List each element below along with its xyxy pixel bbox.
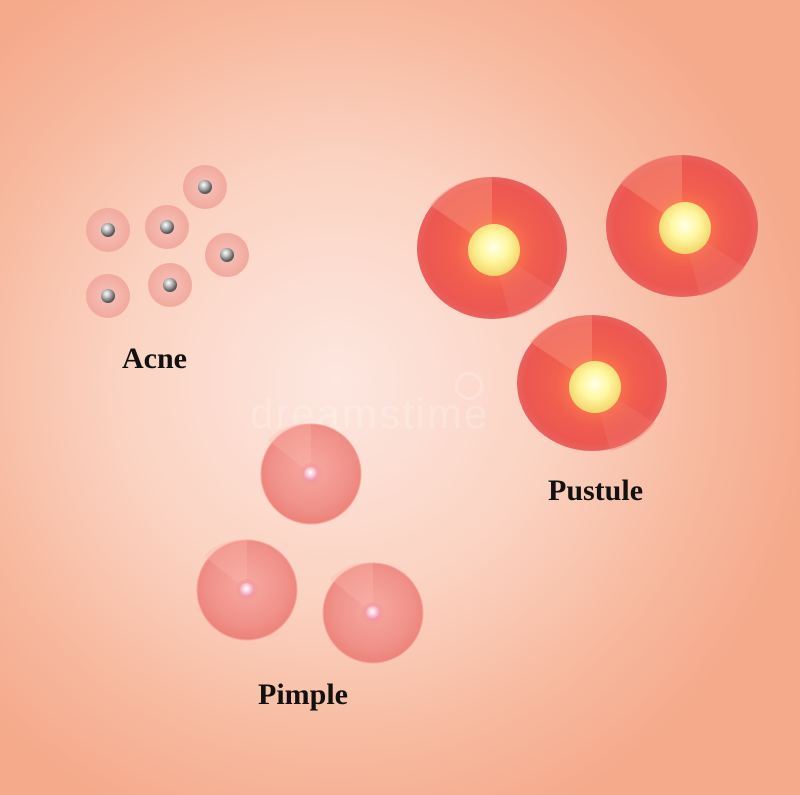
label-pustule: Pustule (548, 474, 644, 507)
label-acne: Acne (122, 342, 187, 375)
acne-spot-icon (86, 274, 130, 318)
pimple-group (196, 423, 424, 664)
pustule-group (417, 154, 758, 451)
pustule-icon (517, 314, 667, 451)
acne-spot-icon (148, 263, 192, 307)
pimple-icon (322, 562, 424, 664)
pustule-icon (606, 154, 758, 297)
acne-group (86, 165, 249, 318)
pustule-icon (417, 176, 567, 319)
label-pimple: Pimple (258, 678, 348, 711)
pimple-icon (196, 539, 298, 641)
watermark-logo (455, 372, 483, 400)
pimple-icon (260, 423, 362, 525)
acne-spot-icon (145, 205, 189, 249)
acne-spot-icon (205, 233, 249, 277)
acne-spot-icon (183, 165, 227, 209)
acne-spot-icon (86, 208, 130, 252)
